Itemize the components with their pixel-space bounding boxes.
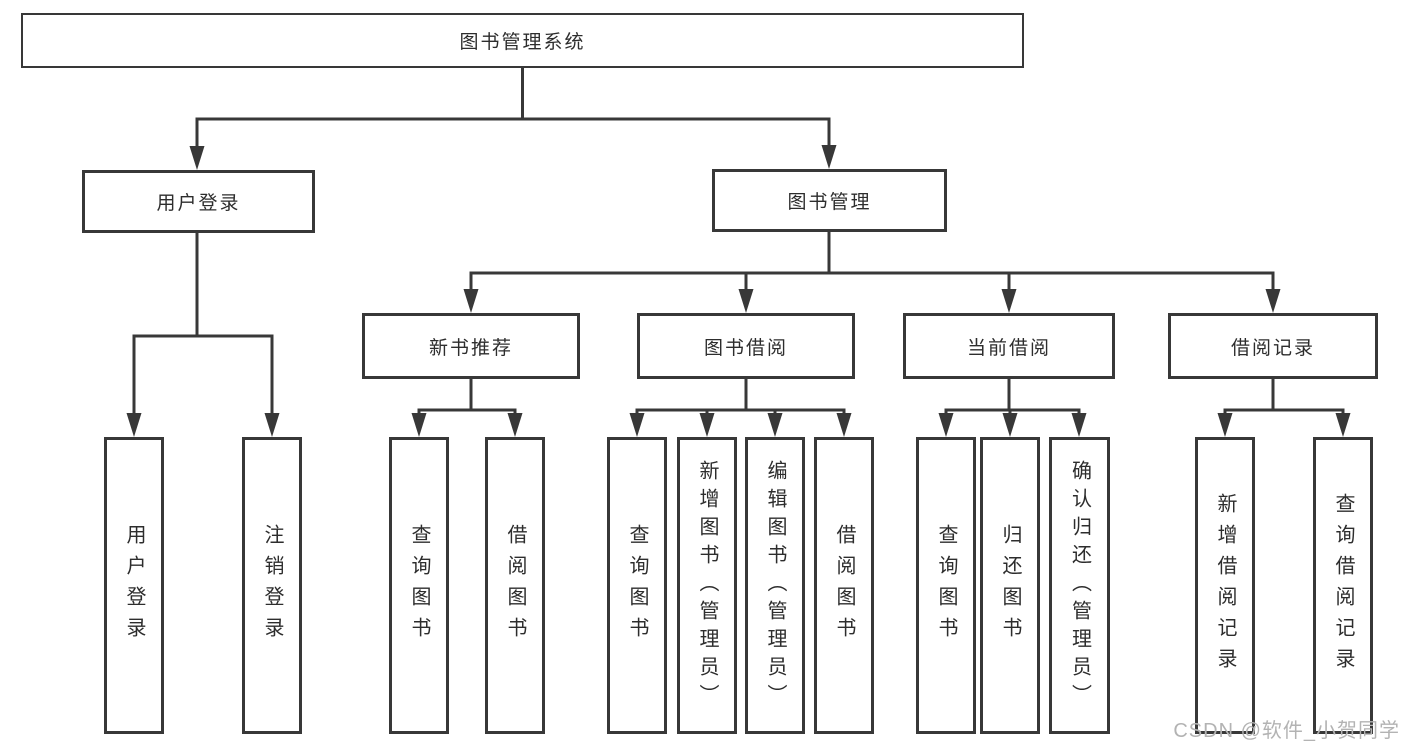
leaf-add-book-admin: 新增图书（管理员） [677,437,737,734]
node-user-login: 用户登录 [82,170,315,233]
leaf-query-books-3: 查询图书 [916,437,976,734]
node-borrowing-records: 借阅记录 [1168,313,1378,379]
node-new-book-recommendation: 新书推荐 [362,313,580,379]
connector-borrowing-records-to-leaves [1217,379,1351,437]
watermark-text: CSDN @软件_小贺同学 [1173,720,1400,742]
leaf-add-borrow-record: 新增借阅记录 [1195,437,1255,734]
leaf-query-books-1: 查询图书 [389,437,449,734]
node-book-borrowing: 图书借阅 [637,313,855,379]
root-node-library-management-system: 图书管理系统 [21,13,1024,68]
leaf-confirm-return-admin: 确认归还（管理员） [1049,437,1110,734]
connector-new-book-recommendation-to-leaves [411,379,523,437]
node-current-borrowing: 当前借阅 [903,313,1115,379]
leaf-user-login: 用户登录 [104,437,164,734]
leaf-logout: 注销登录 [242,437,302,734]
connector-book-borrowing-to-leaves [629,379,852,437]
node-book-management: 图书管理 [712,169,947,232]
leaf-query-books-2: 查询图书 [607,437,667,734]
leaf-edit-book-admin: 编辑图书（管理员） [745,437,805,734]
leaf-query-borrow-record: 查询借阅记录 [1313,437,1373,734]
connector-current-borrowing-to-leaves [938,379,1087,437]
connector-book-management-to-level3 [463,232,1281,313]
leaf-return-book: 归还图书 [980,437,1040,734]
leaf-borrow-books-1: 借阅图书 [485,437,545,734]
connector-user-login-to-leaves [126,233,280,437]
leaf-borrow-books-2: 借阅图书 [814,437,874,734]
connector-root-to-level2 [189,68,837,170]
